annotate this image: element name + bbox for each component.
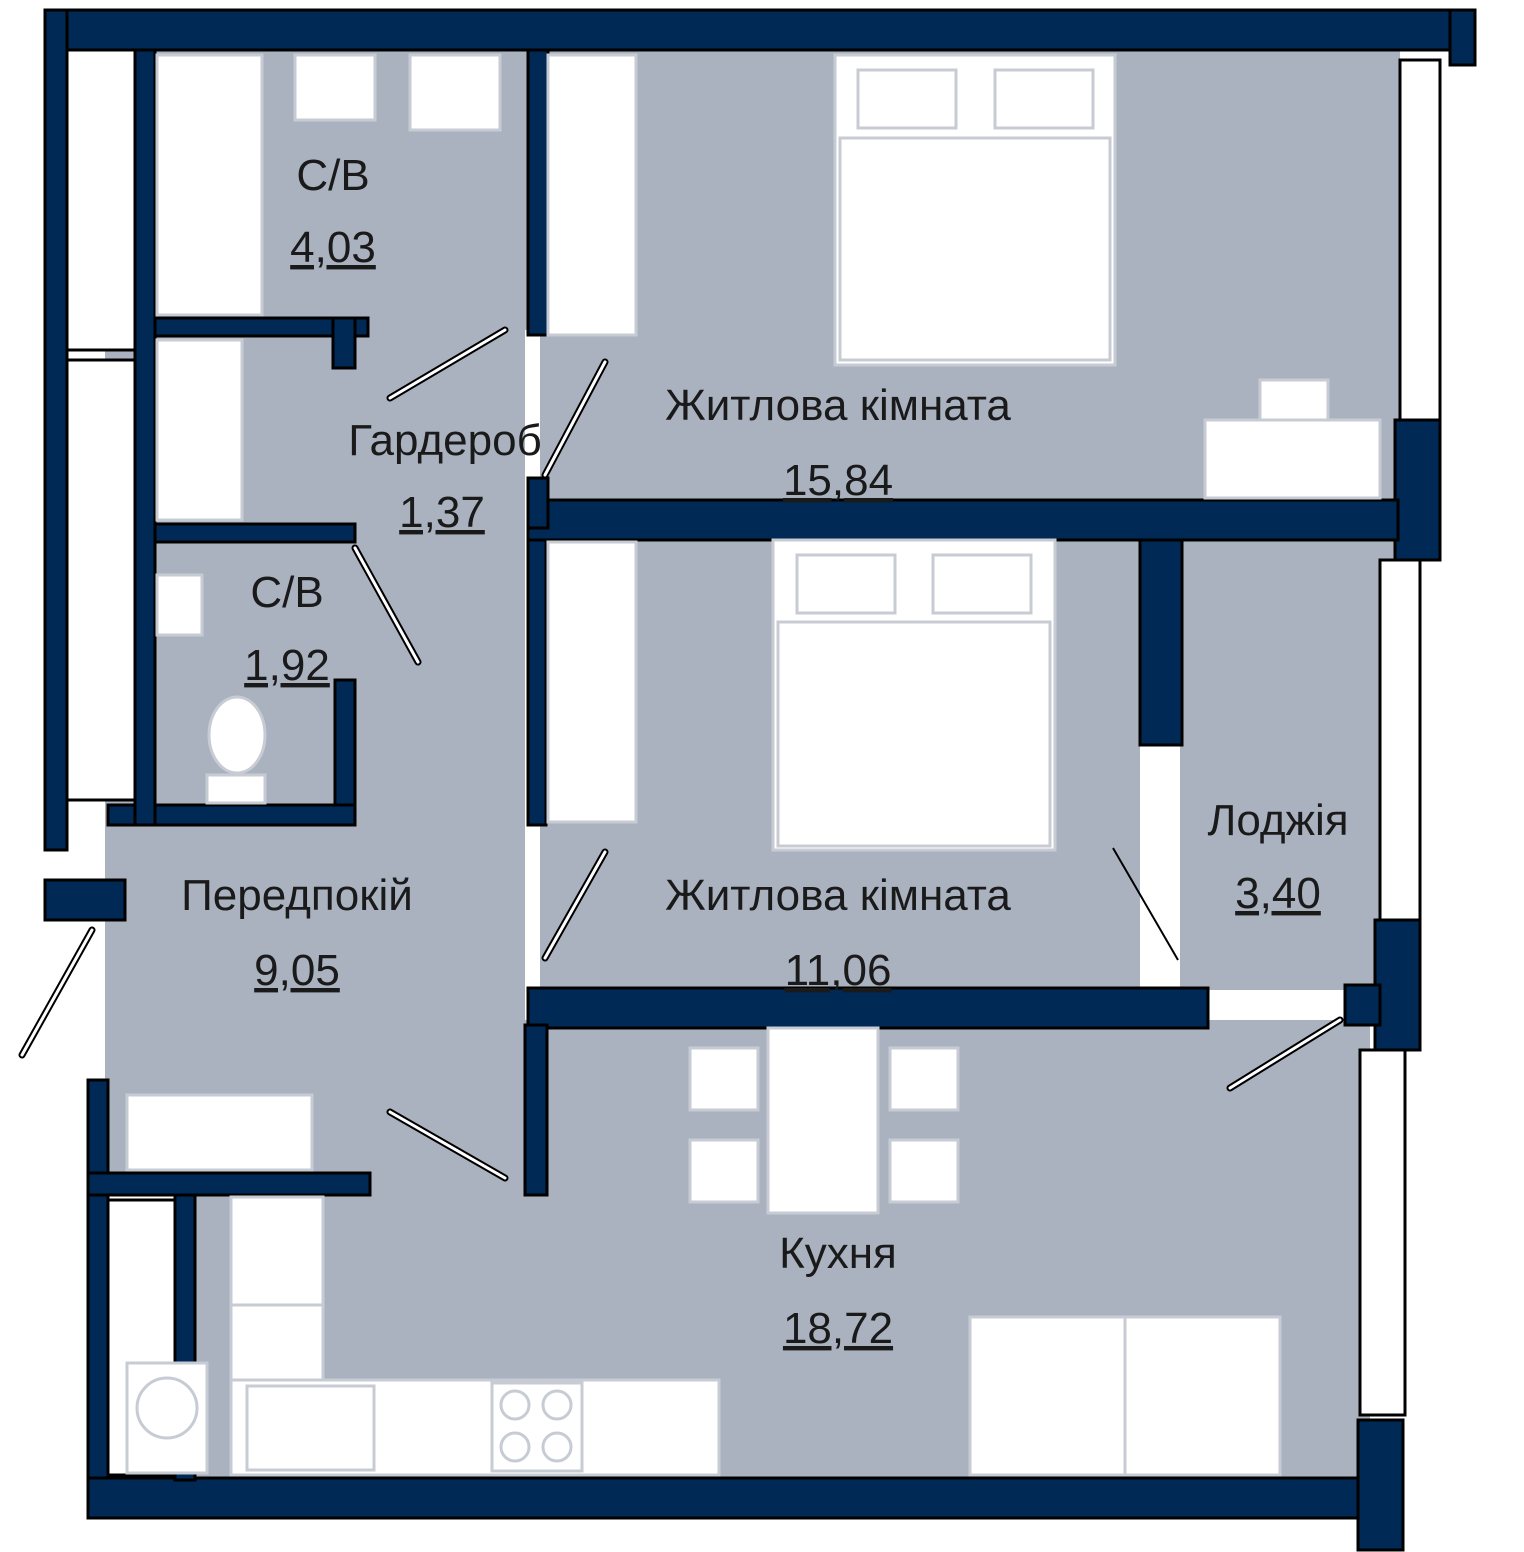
bed1-pillow-left [856, 68, 958, 130]
bed1-pillow-right [993, 68, 1095, 130]
window-kitchen [1358, 1048, 1407, 1417]
bedroom2-area: 11,06 [785, 946, 892, 995]
wall-left [43, 8, 69, 852]
bedroom1-closet [546, 53, 638, 337]
bedroom1-name: Житлова кімната [665, 381, 1011, 430]
bed2-pillow-right [931, 553, 1033, 615]
bedroom1-area: 15,84 [783, 456, 893, 505]
walls [43, 8, 1477, 1552]
bath2-sink [155, 573, 204, 637]
kitchen-area: 18,72 [783, 1304, 893, 1353]
chair-2 [688, 1138, 760, 1204]
wall-inner-left [133, 48, 157, 827]
window-left-1 [65, 48, 137, 352]
dining-table [766, 1026, 880, 1215]
hall-area: 9,05 [254, 946, 340, 995]
wall-bedroom2-loggia [1138, 538, 1184, 747]
wall-bedrooms [526, 498, 1400, 542]
burner-3 [499, 1431, 531, 1463]
burner-1 [499, 1389, 531, 1421]
desk [1203, 418, 1382, 500]
wall-right-2 [1373, 918, 1422, 1052]
windows [65, 48, 1442, 1477]
wall-bedroom2-left-lower [526, 538, 548, 827]
wall-bath2-right [333, 678, 357, 827]
washing-machine [408, 53, 502, 132]
kitchen-sink [245, 1384, 376, 1472]
desk-chair [1258, 378, 1330, 422]
toilet [207, 695, 267, 775]
bath1-sink [293, 53, 377, 122]
loggia-name: Лоджія [1207, 796, 1348, 845]
bed1-blanket [838, 136, 1112, 362]
wardrobe-name: Гардероб [348, 416, 542, 465]
wall-bath1-bedroom1 [526, 48, 550, 337]
wall-bath2-bottom [106, 803, 357, 827]
toilet-tank [205, 773, 267, 805]
wardrobe-area: 1,37 [399, 488, 485, 537]
burner-2 [541, 1389, 573, 1421]
kitchen-name: Кухня [779, 1229, 897, 1278]
wall-bath1-wardrobe-stub [331, 316, 357, 370]
bathtub [155, 53, 264, 317]
loggia-area: 3,40 [1235, 869, 1321, 918]
wall-corner-top-right [1448, 8, 1477, 67]
wall-right-1 [1393, 418, 1442, 562]
window-loggia [1378, 558, 1422, 922]
door-loggia-bedroom2 [1112, 847, 1179, 961]
burner-4 [541, 1431, 573, 1463]
chair-3 [888, 1046, 960, 1112]
window-bedroom1 [1398, 58, 1442, 422]
bath2-name: С/В [250, 568, 323, 617]
hall-name: Передпокій [181, 871, 413, 920]
doors [18, 326, 1344, 1182]
bedroom2-closet [546, 540, 638, 824]
bath2-area: 1,92 [244, 641, 330, 690]
fridge [229, 1195, 325, 1307]
wall-bedroom2-left [526, 476, 550, 530]
wall-bottom [86, 1476, 1360, 1520]
bath1-area: 4,03 [290, 223, 376, 272]
wall-bedroom2-kitchen [526, 986, 1210, 1030]
wall-hall-kitchen-left [86, 1171, 372, 1197]
chair-4 [888, 1138, 960, 1204]
wall-left-lower [86, 1078, 110, 1482]
wardrobe-rack [155, 338, 244, 522]
chair-1 [688, 1046, 760, 1112]
hall-shoe-rack [125, 1093, 314, 1172]
wall-top [43, 8, 1452, 52]
window-left-2 [65, 358, 137, 802]
boiler-tank [135, 1376, 199, 1440]
floor-loggia [1180, 540, 1400, 990]
bed2-blanket [776, 620, 1052, 848]
room-labels: С/В 4,03 Гардероб 1,37 С/В 1,92 Передпок… [181, 151, 1348, 1353]
wall-hall-kitchen [523, 1023, 549, 1197]
bed2-pillow-left [795, 553, 897, 615]
wall-corner-bottom-right [1356, 1418, 1405, 1552]
furniture [125, 53, 1382, 1477]
bath1-name: С/В [296, 151, 369, 200]
wall-left-stub [43, 878, 127, 922]
wall-wardrobe-bath2 [148, 522, 357, 544]
bedroom2-name: Житлова кімната [665, 871, 1011, 920]
wall-loggia-bottom-stub [1343, 983, 1382, 1027]
